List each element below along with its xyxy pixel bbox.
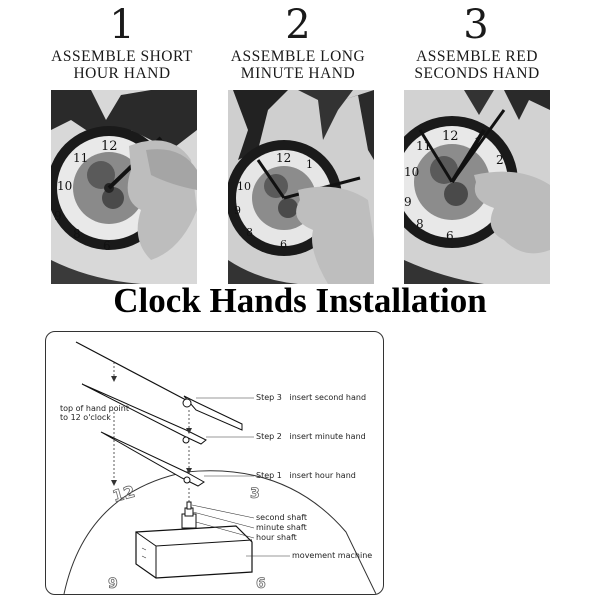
step-3-number: 3 — [463, 2, 489, 48]
step-1-caption-line2: hour hand — [73, 65, 171, 82]
dial-numeral-12: 12 — [276, 151, 291, 165]
step2-step: Step 2 — [256, 432, 282, 441]
step3-action: insert second hand — [289, 393, 367, 402]
step-2-caption-line2: minute hand — [240, 65, 356, 82]
step-2-caption-line1: Assemble long — [230, 48, 366, 65]
diagram-dial-9: 9 — [108, 576, 118, 592]
step-1-caption: Assemble short hour hand — [37, 48, 207, 82]
dial-numeral-10: 10 — [404, 165, 419, 179]
step2-action: insert minute hand — [289, 432, 366, 441]
dial-numeral-11: 11 — [73, 151, 88, 165]
dial-numeral-8: 8 — [73, 227, 81, 241]
step-3-photo: 12 1 2 11 10 9 8 6 — [404, 90, 550, 284]
dial-numeral-9: 9 — [54, 209, 62, 223]
second-shaft-label: second shaft — [256, 513, 308, 522]
step-1-number: 1 — [109, 2, 135, 48]
step-2-caption: Assemble long minute hand — [213, 48, 383, 82]
step1-action: insert hour hand — [289, 471, 356, 480]
page-title: Clock Hands Installation — [113, 281, 487, 320]
dial-numeral-9: 9 — [234, 204, 241, 217]
dial-numeral-12: 12 — [101, 139, 118, 154]
step1-label: Step 1 insert hour hand — [256, 471, 356, 480]
step-1-caption-line1: Assemble short — [51, 48, 193, 65]
step-3-caption-line1: Assemble red — [416, 48, 538, 65]
dial-numeral-9: 9 — [404, 195, 412, 209]
dial-numeral-2: 2 — [496, 153, 504, 167]
dial-numeral-10: 10 — [57, 179, 72, 193]
assembly-diagram: 12 3 9 6 — [45, 331, 384, 595]
dial-numeral-8: 8 — [246, 226, 253, 239]
step-2-photo: 12 1 10 9 8 6 — [228, 90, 374, 284]
hour-shaft-label: hour shaft — [256, 533, 297, 542]
step3-label: Step 3 insert second hand — [256, 393, 366, 402]
diagram-dial-3: 3 — [250, 486, 260, 502]
step3-step: Step 3 — [256, 393, 282, 402]
step-2-number: 2 — [285, 2, 311, 48]
movement-machine-label: movement machine — [292, 551, 373, 560]
dial-numeral-10: 10 — [237, 180, 251, 193]
minute-shaft-label: minute shaft — [256, 523, 307, 532]
diagram-dial-6: 6 — [256, 576, 266, 592]
dial-numeral-8: 8 — [416, 217, 424, 231]
dial-numeral-1: 1 — [306, 158, 313, 171]
top-of-hand-note: top of hand point to 12 o'clock — [60, 404, 129, 422]
dial-numeral-6: 6 — [103, 239, 111, 253]
dial-numeral-6: 6 — [280, 238, 287, 251]
step1-step: Step 1 — [256, 471, 282, 480]
dial-numeral-12: 12 — [442, 129, 459, 144]
dial-numeral-6: 6 — [446, 229, 454, 243]
diagram-dial-12: 12 — [110, 482, 136, 506]
step-1-photo: 12 11 10 9 8 6 — [51, 90, 197, 284]
step2-label: Step 2 insert minute hand — [256, 432, 366, 441]
